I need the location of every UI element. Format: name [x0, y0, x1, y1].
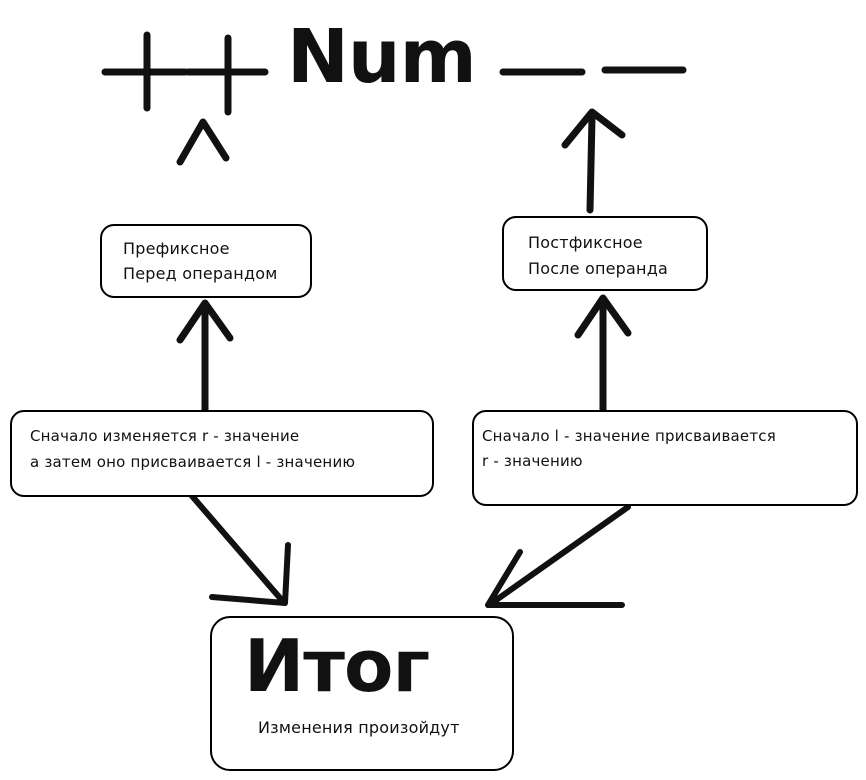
result-subtitle: Изменения произойдут	[258, 718, 460, 737]
prefix-description-line2: а затем оно присваивается l - значению	[30, 453, 356, 471]
prefix-to-result-arrow	[189, 493, 291, 606]
operand-label: Num	[287, 14, 477, 100]
postfix-box-line1: Постфиксное	[528, 233, 643, 252]
postfix-description-line2: r - значению	[482, 452, 583, 470]
prefix-box-line2: Перед операндом	[123, 264, 278, 283]
postfix-box-line2: После операнда	[528, 259, 668, 278]
postfix-description-box	[472, 410, 858, 506]
prefix-caret-icon	[176, 118, 230, 166]
prefix-box-line1: Префиксное	[123, 239, 230, 258]
result-title: Итог	[244, 624, 430, 708]
prefix-increment-glyph	[101, 31, 269, 116]
postfix-up-arrow	[574, 294, 632, 414]
postfix-box	[502, 216, 708, 291]
postfix-to-result-arrow	[485, 504, 631, 608]
postfix-description-line1: Сначало l - значение присваивается	[482, 427, 776, 445]
prefix-up-arrow	[176, 299, 234, 414]
prefix-box	[100, 224, 312, 298]
postfix-decrement-glyph	[499, 66, 687, 76]
prefix-description-line1: Сначало изменяется r - значение	[30, 427, 300, 445]
prefix-description-box	[10, 410, 434, 497]
result-box	[210, 616, 514, 771]
postfix-pointer-arrow	[561, 108, 626, 214]
